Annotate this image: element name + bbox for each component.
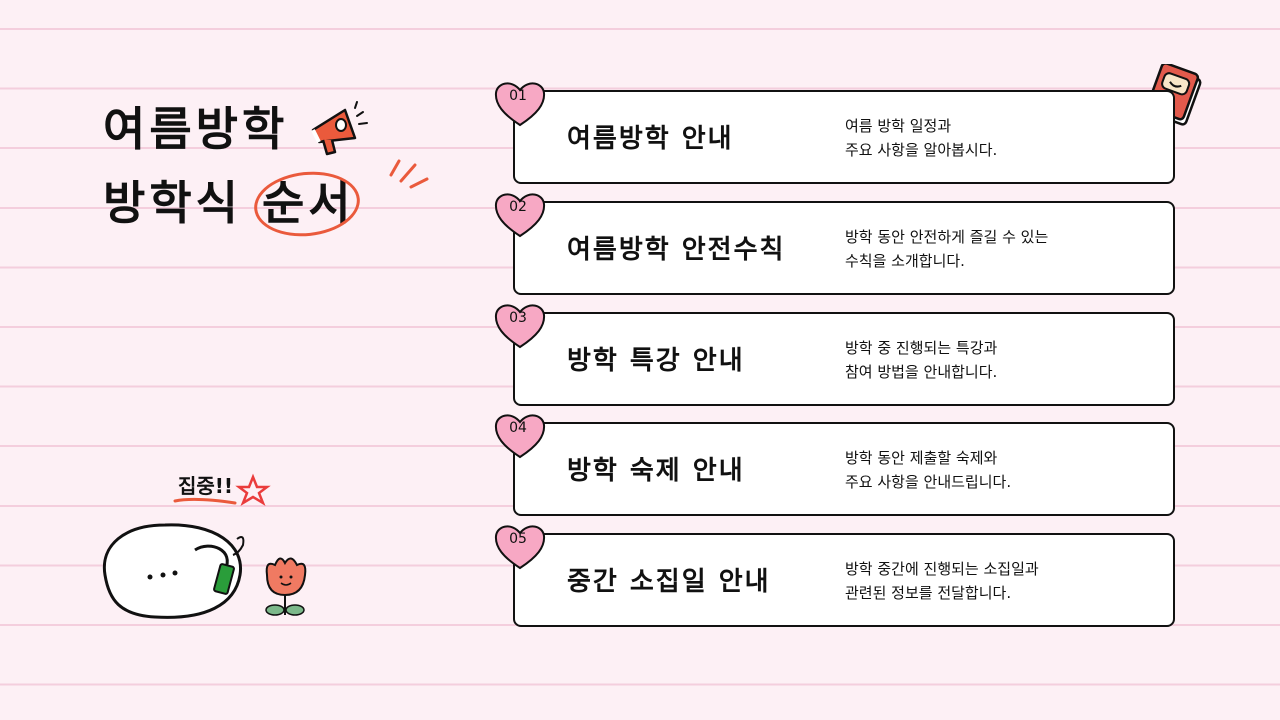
- agenda-item: 02 여름방학 안전수칙 방학 동안 안전하게 즐길 수 있는 수칙을 소개합니…: [494, 193, 1175, 295]
- item-description: 여름 방학 일정과 주요 사항을 알아봅시다.: [845, 117, 998, 159]
- mascot-caption: 집중!!: [178, 474, 234, 498]
- heart-icon: [494, 304, 546, 349]
- heart-icon: [494, 525, 546, 570]
- number-badge: 01: [493, 78, 547, 128]
- item-heading: 여름방학 안전수칙: [567, 235, 786, 265]
- item-description: 방학 중간에 진행되는 소집일과 관련된 정보를 전달합니다.: [845, 560, 1039, 602]
- red-underline: [173, 497, 237, 505]
- number-badge: 05: [493, 521, 547, 571]
- agenda-item: 01 여름방학 안내 여름 방학 일정과 주요 사항을 알아봅시다.: [494, 82, 1175, 184]
- item-heading: 중간 소집일 안내: [567, 567, 771, 597]
- heart-icon: [494, 414, 546, 459]
- title-line-2: 방학식 순서: [103, 166, 364, 242]
- mascot-illustration: [102, 473, 307, 619]
- megaphone-icon: [311, 101, 368, 156]
- title-line-1: 여름방학: [103, 102, 289, 156]
- number-badge: 03: [493, 300, 547, 350]
- item-heading: 방학 특강 안내: [567, 346, 745, 376]
- page-title: 여름방학 방학식 순서: [103, 92, 364, 242]
- number-badge: 04: [493, 410, 547, 460]
- title-line-2-prefix: 방학식: [103, 176, 262, 230]
- tulip-icon: [265, 557, 307, 616]
- heart-icon: [494, 193, 546, 238]
- star-icon: [235, 473, 271, 506]
- number-badge: 02: [493, 189, 547, 239]
- agenda-item: 04 방학 숙제 안내 방학 동안 제출할 숙제와 주요 사항을 안내드립니다.: [494, 414, 1175, 516]
- item-description: 방학 동안 제출할 숙제와 주요 사항을 안내드립니다.: [845, 449, 1012, 491]
- title-circled-word: 순서: [250, 166, 364, 242]
- sparkle-marks: [389, 159, 429, 189]
- item-heading: 방학 숙제 안내: [567, 456, 745, 486]
- agenda-item: 03 방학 특강 안내 방학 중 진행되는 특강과 참여 방법을 안내합니다.: [494, 304, 1175, 406]
- heart-icon: [494, 82, 546, 127]
- item-description: 방학 동안 안전하게 즐길 수 있는 수칙을 소개합니다.: [845, 228, 1049, 270]
- item-heading: 여름방학 안내: [567, 124, 734, 154]
- agenda-item: 05 중간 소집일 안내 방학 중간에 진행되는 소집일과 관련된 정보를 전달…: [494, 525, 1175, 627]
- item-description: 방학 중 진행되는 특강과 참여 방법을 안내합니다.: [845, 339, 998, 381]
